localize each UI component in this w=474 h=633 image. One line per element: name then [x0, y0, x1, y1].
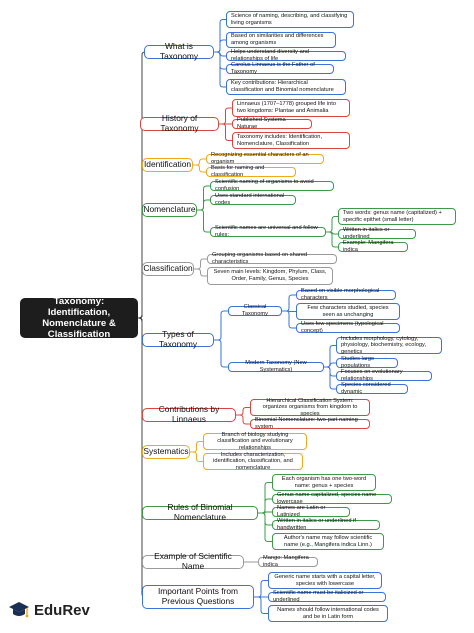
- classification-connector-2: [194, 268, 207, 277]
- linnaeus-item-1: Hierarchical Classification System: orga…: [250, 398, 370, 417]
- types-connector-1: [214, 310, 228, 341]
- rules-connector-5: [258, 512, 272, 542]
- linnaeus-connector-1: [236, 407, 250, 416]
- pyq-connector-3: [254, 596, 268, 614]
- nomenclature-rule-2: Written in italics or underlined: [338, 227, 416, 240]
- what-is-item-3: Helps understand diversity and relations…: [226, 49, 346, 62]
- classical-item-1: Based on visible morphological character…: [296, 288, 396, 301]
- pyq-item-3: Names should follow international codes …: [268, 605, 388, 622]
- linnaeus-item-2: Binomial Nomenclature: two-part naming s…: [250, 417, 370, 430]
- rules-item-3: Names are Latin or Latinized: [272, 505, 350, 518]
- identification-connector-2: [193, 164, 206, 173]
- root-node: Taxonomy: Identification, Nomenclature &…: [20, 296, 138, 340]
- history-connector-3: [219, 123, 232, 141]
- classification-connector-1: [194, 258, 207, 270]
- modern-item-4: Species considered dynamic: [336, 382, 408, 395]
- node-important-points: Important Points from Previous Questions: [142, 585, 254, 609]
- what-is-item-5: Key contributions: Hierarchical classifi…: [226, 79, 346, 95]
- classification-item-2: Seven main levels: Kingdom, Phylum, Clas…: [207, 267, 333, 285]
- classification-item-1: Grouping organisms based on shared chara…: [207, 252, 337, 265]
- history-item-1: Linnaeus (1707–1778) grouped life into t…: [232, 99, 350, 117]
- types-connector-2: [214, 339, 228, 368]
- nomenclature-rules-connector-3: [326, 231, 338, 248]
- what-is-connector-2: [214, 39, 226, 53]
- nomenclature-item-3: Scientific names are universal and follo…: [210, 225, 326, 238]
- classical-item-3: Uses few specimens (typological concept): [296, 321, 400, 334]
- classical-connector-3: [282, 310, 296, 329]
- modern-connector-1: [324, 345, 336, 368]
- edurev-logo: EduRev: [8, 600, 90, 620]
- node-rules-of-binomial-nomenclature: Rules of Binomial Nomenclature: [142, 502, 258, 522]
- classical-item-2: Few characters studied, species seen as …: [296, 303, 400, 320]
- example-item-1: Mango: Mangifera indica: [258, 555, 318, 568]
- nomenclature-connector-2: [197, 199, 210, 211]
- classical-taxonomy-node: Classical Taxonomy: [228, 304, 282, 317]
- node-what-is-taxonomy: What is Taxonomy: [144, 41, 214, 61]
- rules-connector-2: [258, 498, 272, 514]
- graduation-cap-icon: [9, 602, 29, 618]
- identification-connector-1: [193, 158, 206, 166]
- rules-item-4: Written in italics or underlined if hand…: [272, 518, 380, 531]
- nomenclature-connector-3: [197, 209, 210, 233]
- node-history-of-taxonomy: History of Taxonomy: [140, 113, 219, 133]
- nomenclature-rule-1: Two words: genus name (capitalized) + sp…: [338, 208, 456, 225]
- what-is-item-4: Carolus Linnaeus is the Father of Taxono…: [226, 62, 334, 75]
- identification-item-1: Recognizing essential characters of an o…: [206, 152, 324, 165]
- systematics-item-2: Includes characterization, identificatio…: [203, 452, 303, 471]
- rules-item-1: Each organism has one two-word name: gen…: [272, 474, 376, 491]
- pyq-item-2: Scientific name must be italicized or un…: [268, 590, 386, 603]
- what-is-item-1: Science of naming, describing, and class…: [226, 11, 354, 28]
- pyq-item-1: Generic name starts with a capital lette…: [268, 572, 382, 589]
- node-classification: Classification: [142, 262, 194, 276]
- node-types-of-taxonomy: Types of Taxonomy: [142, 329, 214, 349]
- node-nomenclature: Nomenclature: [142, 203, 197, 217]
- nomenclature-item-1: Scientific naming of organisms to avoid …: [210, 179, 334, 192]
- nomenclature-rules-connector-1: [326, 216, 338, 233]
- systematics-connector-2: [190, 451, 203, 462]
- node-example-of-scientific-name: Example of Scientific Name: [142, 551, 244, 571]
- systematics-item-1: Branch of biology studying classificatio…: [203, 432, 307, 451]
- node-systematics: Systematics: [142, 445, 190, 459]
- pyq-connector-1: [254, 580, 268, 598]
- modern-connector-4: [324, 366, 336, 390]
- nomenclature-item-2: Uses standard international codes: [210, 193, 296, 206]
- root-connector-5: [138, 268, 146, 319]
- nomenclature-rule-3: Example: Mangifera indica: [338, 240, 408, 253]
- history-item-2: Published Systema Naturae: [232, 117, 312, 130]
- node-identification: Identification: [142, 158, 193, 172]
- history-connector-1: [219, 107, 232, 125]
- classical-connector-2: [282, 310, 296, 312]
- rules-item-5: Author's name may follow scientific name…: [272, 533, 384, 550]
- what-is-item-2: Based on similarities and differences am…: [226, 32, 336, 48]
- identification-item-2: Basis for naming and classification: [206, 165, 296, 178]
- rules-item-2: Genus name capitalized, species name low…: [272, 492, 392, 505]
- linnaeus-connector-2: [236, 414, 250, 425]
- modern-item-3: Focuses on evolutionary relationships: [336, 369, 432, 382]
- classical-connector-1: [282, 294, 296, 312]
- what-is-connector-5: [214, 51, 226, 88]
- brand-name: EduRev: [34, 601, 90, 619]
- rules-connector-3: [258, 511, 272, 514]
- modern-item-2: Studies large populations: [336, 356, 398, 369]
- modern-item-1: Includes morphology, cytology, physiolog…: [336, 336, 442, 355]
- node-contributions-by-linnaeus: Contributions by Linnaeus: [142, 404, 236, 424]
- modern-taxonomy-node: Modern Taxonomy (New Systematics): [228, 360, 324, 373]
- systematics-connector-1: [190, 441, 203, 453]
- history-item-3: Taxonomy includes: Identification, Nomen…: [232, 132, 350, 149]
